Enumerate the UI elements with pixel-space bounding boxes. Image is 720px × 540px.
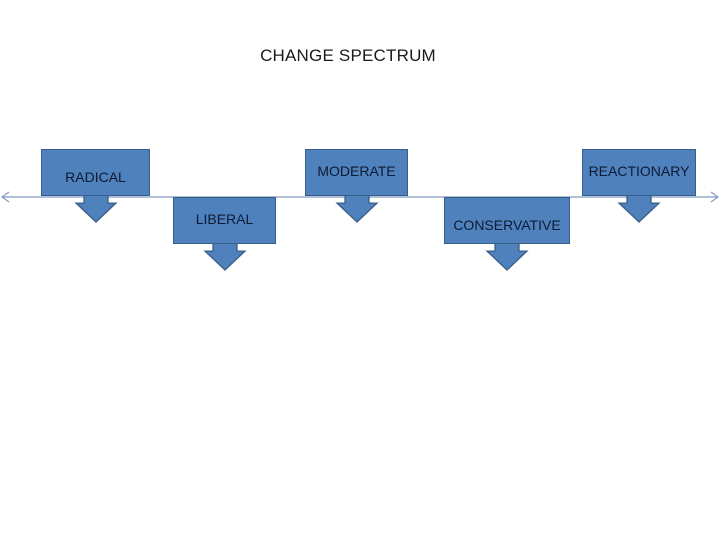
left-arrowhead-icon: [0, 191, 10, 203]
diagram-title: CHANGE SPECTRUM: [260, 46, 436, 65]
node-label: MODERATE: [317, 163, 396, 179]
down-arrow-icon: [335, 194, 379, 223]
down-arrows: [74, 194, 661, 271]
right-arrowhead-icon: [710, 191, 720, 203]
node-moderate[interactable]: MODERATE: [305, 149, 408, 196]
down-arrow-icon: [485, 242, 529, 271]
node-radical[interactable]: RADICAL: [41, 149, 150, 196]
node-liberal[interactable]: LIBERAL: [173, 197, 276, 244]
node-label: CONSERVATIVE: [453, 217, 561, 233]
down-arrow-icon: [617, 194, 661, 223]
node-conservative[interactable]: CONSERVATIVE: [444, 197, 570, 244]
down-arrow-icon: [203, 242, 247, 271]
node-label: LIBERAL: [195, 211, 254, 227]
node-label: RADICAL: [65, 169, 126, 185]
down-arrow-icon: [74, 194, 118, 223]
node-label: REACTIONARY: [588, 163, 690, 179]
node-reactionary[interactable]: REACTIONARY: [582, 149, 696, 196]
